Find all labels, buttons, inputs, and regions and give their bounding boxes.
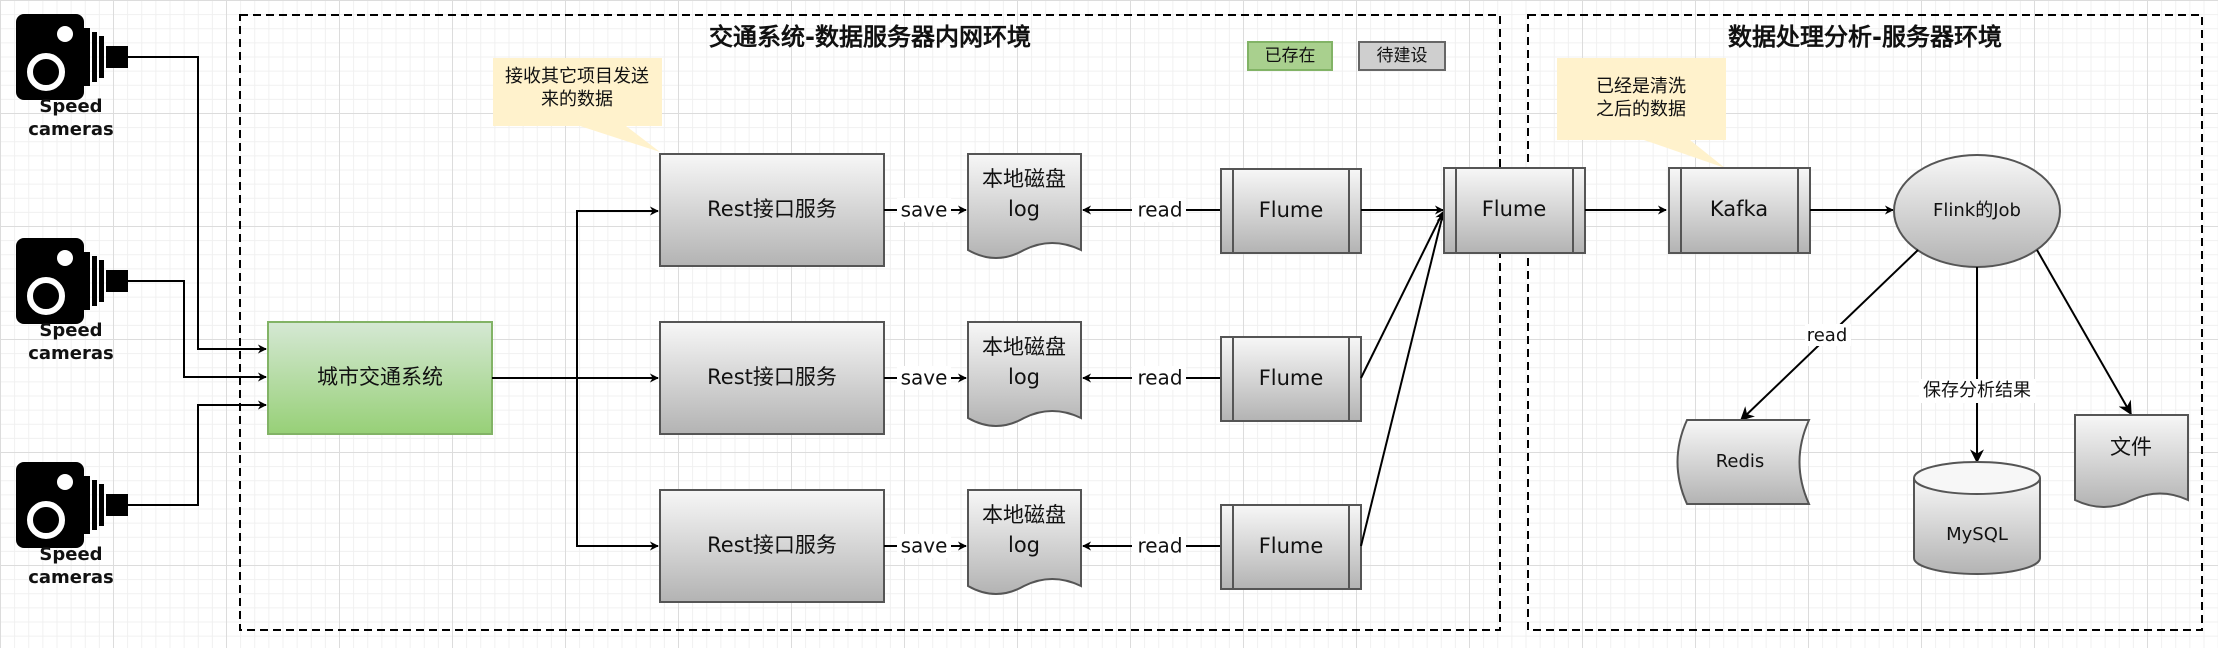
legend-existing-label: 已存在 [1265,46,1316,66]
flume-local-label: Flume [1259,534,1324,558]
disk-log-label-line1: 本地磁盘 [982,167,1066,191]
callout-receive-line1: 接收其它项目发送 [505,66,649,87]
redis-label: Redis [1716,451,1765,472]
edge-camera1-to-city [128,56,267,354]
edge-city-to-rest-3 [576,378,659,551]
flink-job-node: Flink的Job [1893,154,2061,268]
speed-camera-3: Speed cameras [16,462,128,588]
disk-log-label-line2: log [1008,365,1040,389]
flume-local-node-3: Flume [1220,504,1362,590]
mysql-node: MySQL [1913,461,2041,575]
camera-label: cameras [28,343,114,364]
camera-label: Speed [39,96,102,117]
camera-icon [16,14,128,100]
file-node: 文件 [2074,414,2189,508]
save-label-bg [897,534,951,558]
disk-log-node-2: 本地磁盘 log [967,321,1082,427]
city-traffic-system-node: 城市交通系统 [267,321,493,435]
save-label-2: save [901,366,948,390]
callout-receive-data: 接收其它项目发送 来的数据 [493,58,662,152]
flume-central-label: Flume [1482,197,1547,221]
edge-flink-to-file [2036,249,2132,416]
camera-label: Speed [39,320,102,341]
save-result-label: 保存分析结果 [1923,380,2031,401]
legend-existing-swatch [1247,41,1333,71]
kafka-node: Kafka [1668,167,1811,254]
speed-camera-2: Speed cameras [16,238,128,364]
camera-label: cameras [28,119,114,140]
read-label-2: read [1137,366,1182,390]
rest-service-node-2: Rest接口服务 [659,321,885,435]
camera-label: cameras [28,567,114,588]
edge-camera3-to-city [128,400,267,506]
disk-log-label-line1: 本地磁盘 [982,503,1066,527]
redis-node: Redis [1676,419,1811,505]
right-region-boundary [1527,14,2203,631]
rest-service-label: Rest接口服务 [707,533,837,557]
flink-read-label: read [1807,325,1848,346]
read-label-1: read [1137,198,1182,222]
disk-log-node-1: 本地磁盘 log [967,153,1082,259]
camera-label: Speed [39,544,102,565]
disk-log-label-line1: 本地磁盘 [982,335,1066,359]
rest-service-node-1: Rest接口服务 [659,153,885,267]
disk-log-label-line2: log [1008,533,1040,557]
rest-service-label: Rest接口服务 [707,197,837,221]
disk-log-label-line2: log [1008,197,1040,221]
rest-service-node-3: Rest接口服务 [659,489,885,603]
flume-local-label: Flume [1259,366,1324,390]
callout-receive-line2: 来的数据 [541,89,613,110]
legend-planned-label: 待建设 [1377,46,1428,66]
legend-planned-swatch [1358,41,1446,71]
rest-service-label: Rest接口服务 [707,365,837,389]
left-region-title: 交通系统-数据服务器内网环境 [709,23,1031,51]
read-label-3: read [1137,534,1182,558]
edge-flume2-to-central [1360,211,1444,379]
save-label-3: save [901,534,948,558]
save-label-bg [897,366,951,390]
camera-icon [16,462,128,548]
read-label-bg [1132,366,1186,390]
callout-cleaned-line2: 之后的数据 [1596,99,1686,120]
save-result-label-bg [1919,379,2036,403]
edge-flume3-to-central [1360,213,1446,547]
mysql-label: MySQL [1946,524,2008,545]
flink-job-label: Flink的Job [1933,200,2021,221]
speed-camera-1: Speed cameras [16,14,128,140]
flume-local-label: Flume [1259,198,1324,222]
save-label-1: save [901,198,948,222]
read-label-bg [1132,198,1186,222]
edge-camera2-to-city [128,280,267,382]
right-region-title: 数据处理分析-服务器环境 [1728,23,2002,51]
file-label: 文件 [2110,435,2152,459]
left-region-boundary [239,14,1501,631]
city-traffic-system-label: 城市交通系统 [317,365,443,389]
flume-local-node-1: Flume [1220,168,1362,254]
flink-read-label-bg [1805,324,1851,346]
flume-local-node-2: Flume [1220,336,1362,422]
kafka-label: Kafka [1710,197,1768,221]
callout-cleaned-data: 已经是清洗 之后的数据 [1557,58,1726,168]
save-label-bg [897,198,951,222]
camera-icon [16,238,128,324]
flume-central-node: Flume [1443,167,1586,254]
edge-city-to-rest-1 [576,206,659,378]
read-label-bg [1132,534,1186,558]
disk-log-node-3: 本地磁盘 log [967,489,1082,595]
callout-cleaned-line1: 已经是清洗 [1596,76,1686,97]
